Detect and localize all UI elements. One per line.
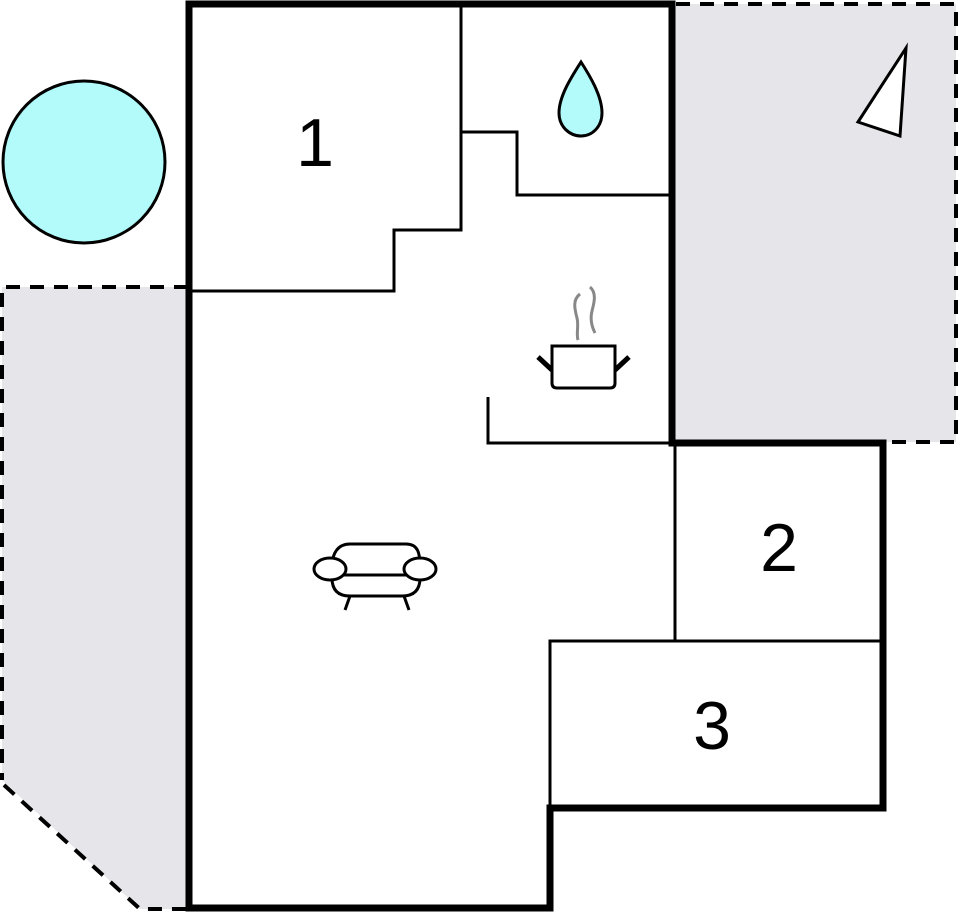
compass-north-icon [855,42,908,139]
room-3-label: 3 [693,688,731,764]
water-drop-icon [557,59,604,138]
terrace-right [672,2,958,444]
room-2-label: 2 [760,510,798,586]
interior-walls [189,4,883,808]
terrace-left [0,285,188,911]
sofa-icon [312,542,438,611]
outer-walls [185,0,887,912]
room-1-label: 1 [296,105,334,181]
pool-icon [1,79,167,245]
cooking-pot-icon [536,285,631,390]
